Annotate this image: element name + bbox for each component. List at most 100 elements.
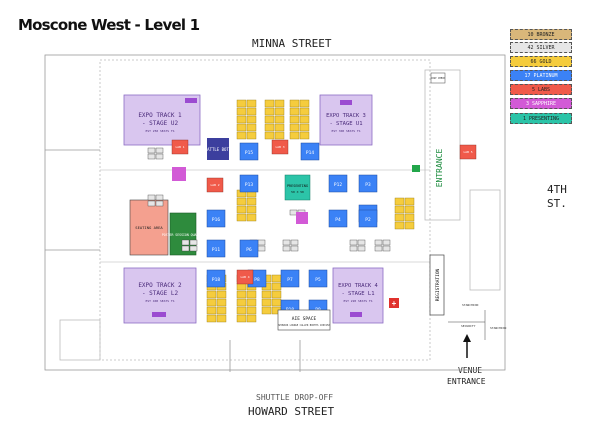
venue-entrance-2: ENTRANCE — [447, 377, 486, 386]
legend-bronze: 10 BRONZE — [510, 29, 572, 40]
silver-booth — [282, 239, 291, 246]
street-south: HOWARD STREET — [248, 405, 335, 418]
gold-booth — [289, 131, 300, 140]
svg-text:PRESENTING: PRESENTING — [287, 184, 308, 188]
gold-booth — [289, 99, 300, 108]
street-east-2: ST. — [547, 197, 567, 210]
silver-booth — [289, 209, 298, 216]
platinum-booth — [239, 239, 259, 258]
platinum-booth-label: P13 — [245, 182, 253, 188]
silver-booth — [382, 245, 391, 252]
gold-booth — [246, 197, 257, 206]
lab-booth-label: LAB 4 — [240, 275, 249, 279]
gold-booth — [274, 131, 285, 140]
lab-booth — [271, 139, 289, 155]
platinum-booth — [206, 269, 226, 288]
gold-booth — [404, 197, 415, 206]
gold-booth — [299, 131, 310, 140]
svg-text:EST 220 SEATS TS: EST 220 SEATS TS — [344, 299, 373, 303]
legend-gold: 66 GOLD — [510, 56, 572, 67]
gold-booth — [271, 282, 282, 291]
silver-booth — [147, 194, 156, 201]
platinum-booth-label: P11 — [212, 247, 220, 253]
silver-booth — [374, 245, 383, 252]
silver-booth — [349, 239, 358, 246]
svg-text:EXPO TRACK 3: EXPO TRACK 3 — [326, 113, 366, 119]
street-east-1: 4TH — [547, 183, 567, 196]
gold-booth — [394, 221, 405, 230]
legend-silver: 42 SILVER — [510, 42, 572, 53]
platinum-booth — [358, 174, 378, 193]
gold-booth — [404, 205, 415, 214]
gold-booth — [236, 306, 247, 315]
battle-bots — [207, 138, 229, 160]
platinum-booth-label: P4 — [335, 217, 341, 223]
entrance-label: ENTRANCE — [435, 149, 444, 188]
lab-booth — [236, 269, 254, 285]
platinum-booth — [206, 239, 226, 258]
shuttle-label: SHUTTLE DROP-OFF — [256, 393, 334, 402]
gold-booth — [236, 99, 247, 108]
expo-track-2: EXPO TRACK 2 - STAGE L2 EST 400 SEATS TS — [123, 267, 197, 324]
platinum-booth-label: P6 — [246, 247, 252, 253]
gold-booth — [264, 123, 275, 132]
poster-label: POSTER SESSION QUARTER — [162, 233, 204, 237]
gold-booth — [274, 115, 285, 124]
gold-booth — [264, 99, 275, 108]
gold-booth — [246, 107, 257, 116]
gold-booth — [299, 99, 310, 108]
gold-booth — [261, 290, 272, 299]
lab-booth-label: LAB 5 — [463, 150, 472, 154]
svg-text:- STAGE U2: - STAGE U2 — [142, 120, 179, 127]
legend-sapphire: 3 SAPPHIRE — [510, 98, 572, 109]
first-aid-icon: + — [392, 299, 397, 308]
svg-text:EST 250 SEATS TS: EST 250 SEATS TS — [146, 129, 175, 133]
lab-booth-label: LAB 3 — [275, 145, 284, 149]
gold-booth — [216, 290, 227, 299]
silver-booth — [181, 245, 190, 252]
gold-booth — [261, 306, 272, 315]
gold-booth — [404, 221, 415, 230]
gold-booth — [274, 123, 285, 132]
expo-track-1: EXPO TRACK 1 - STAGE U2 EST 250 SEATS TS — [123, 94, 201, 146]
gold-booth — [394, 197, 405, 206]
platinum-booth-label: P14 — [306, 150, 314, 156]
lab-booth — [206, 177, 224, 193]
gold-booth — [271, 298, 282, 307]
silver-booth — [290, 239, 299, 246]
legend-platinum: 17 PLATINUM — [510, 70, 572, 81]
platinum-booth — [308, 269, 328, 288]
silver-booth — [382, 239, 391, 246]
platinum-booth — [280, 269, 300, 288]
expo-track-4: EXPO TRACK 4 - STAGE L1 EST 220 SEATS TS — [332, 267, 384, 324]
svg-text:EXPO TRACK 4: EXPO TRACK 4 — [338, 283, 378, 289]
venue-entrance-1: VENUE — [458, 366, 483, 375]
silver-booth — [374, 239, 383, 246]
platinum-booth — [206, 209, 226, 228]
svg-text:AIE SPACE: AIE SPACE — [292, 316, 317, 322]
platinum-booth — [328, 209, 348, 228]
svg-text:COAT CHECK: COAT CHECK — [431, 77, 445, 80]
first-aid — [389, 298, 399, 308]
platinum-booth-label: P16 — [212, 217, 220, 223]
silver-booth — [357, 239, 366, 246]
gold-booth — [236, 131, 247, 140]
gold-booth — [271, 274, 282, 283]
legend-presenting: 1 PRESENTING — [510, 113, 572, 124]
platinum-booth-label: P5 — [315, 277, 321, 283]
gold-booth — [216, 298, 227, 307]
gold-booth — [261, 298, 272, 307]
silver-booth — [155, 147, 164, 154]
platinum-booth-label: P15 — [245, 150, 253, 156]
security-label: SECURITY — [461, 324, 476, 328]
legend-labs: 5 LABS — [510, 84, 572, 95]
svg-text:REGISTRATION: REGISTRATION — [435, 268, 441, 301]
lab-booth — [171, 139, 189, 155]
silver-booth — [257, 239, 266, 246]
map-title: Moscone West - Level 1 — [18, 16, 200, 34]
gold-booth — [394, 213, 405, 222]
stanchion-1: STANCHION — [462, 303, 478, 307]
gold-booth — [274, 99, 285, 108]
building-outline — [44, 54, 506, 372]
